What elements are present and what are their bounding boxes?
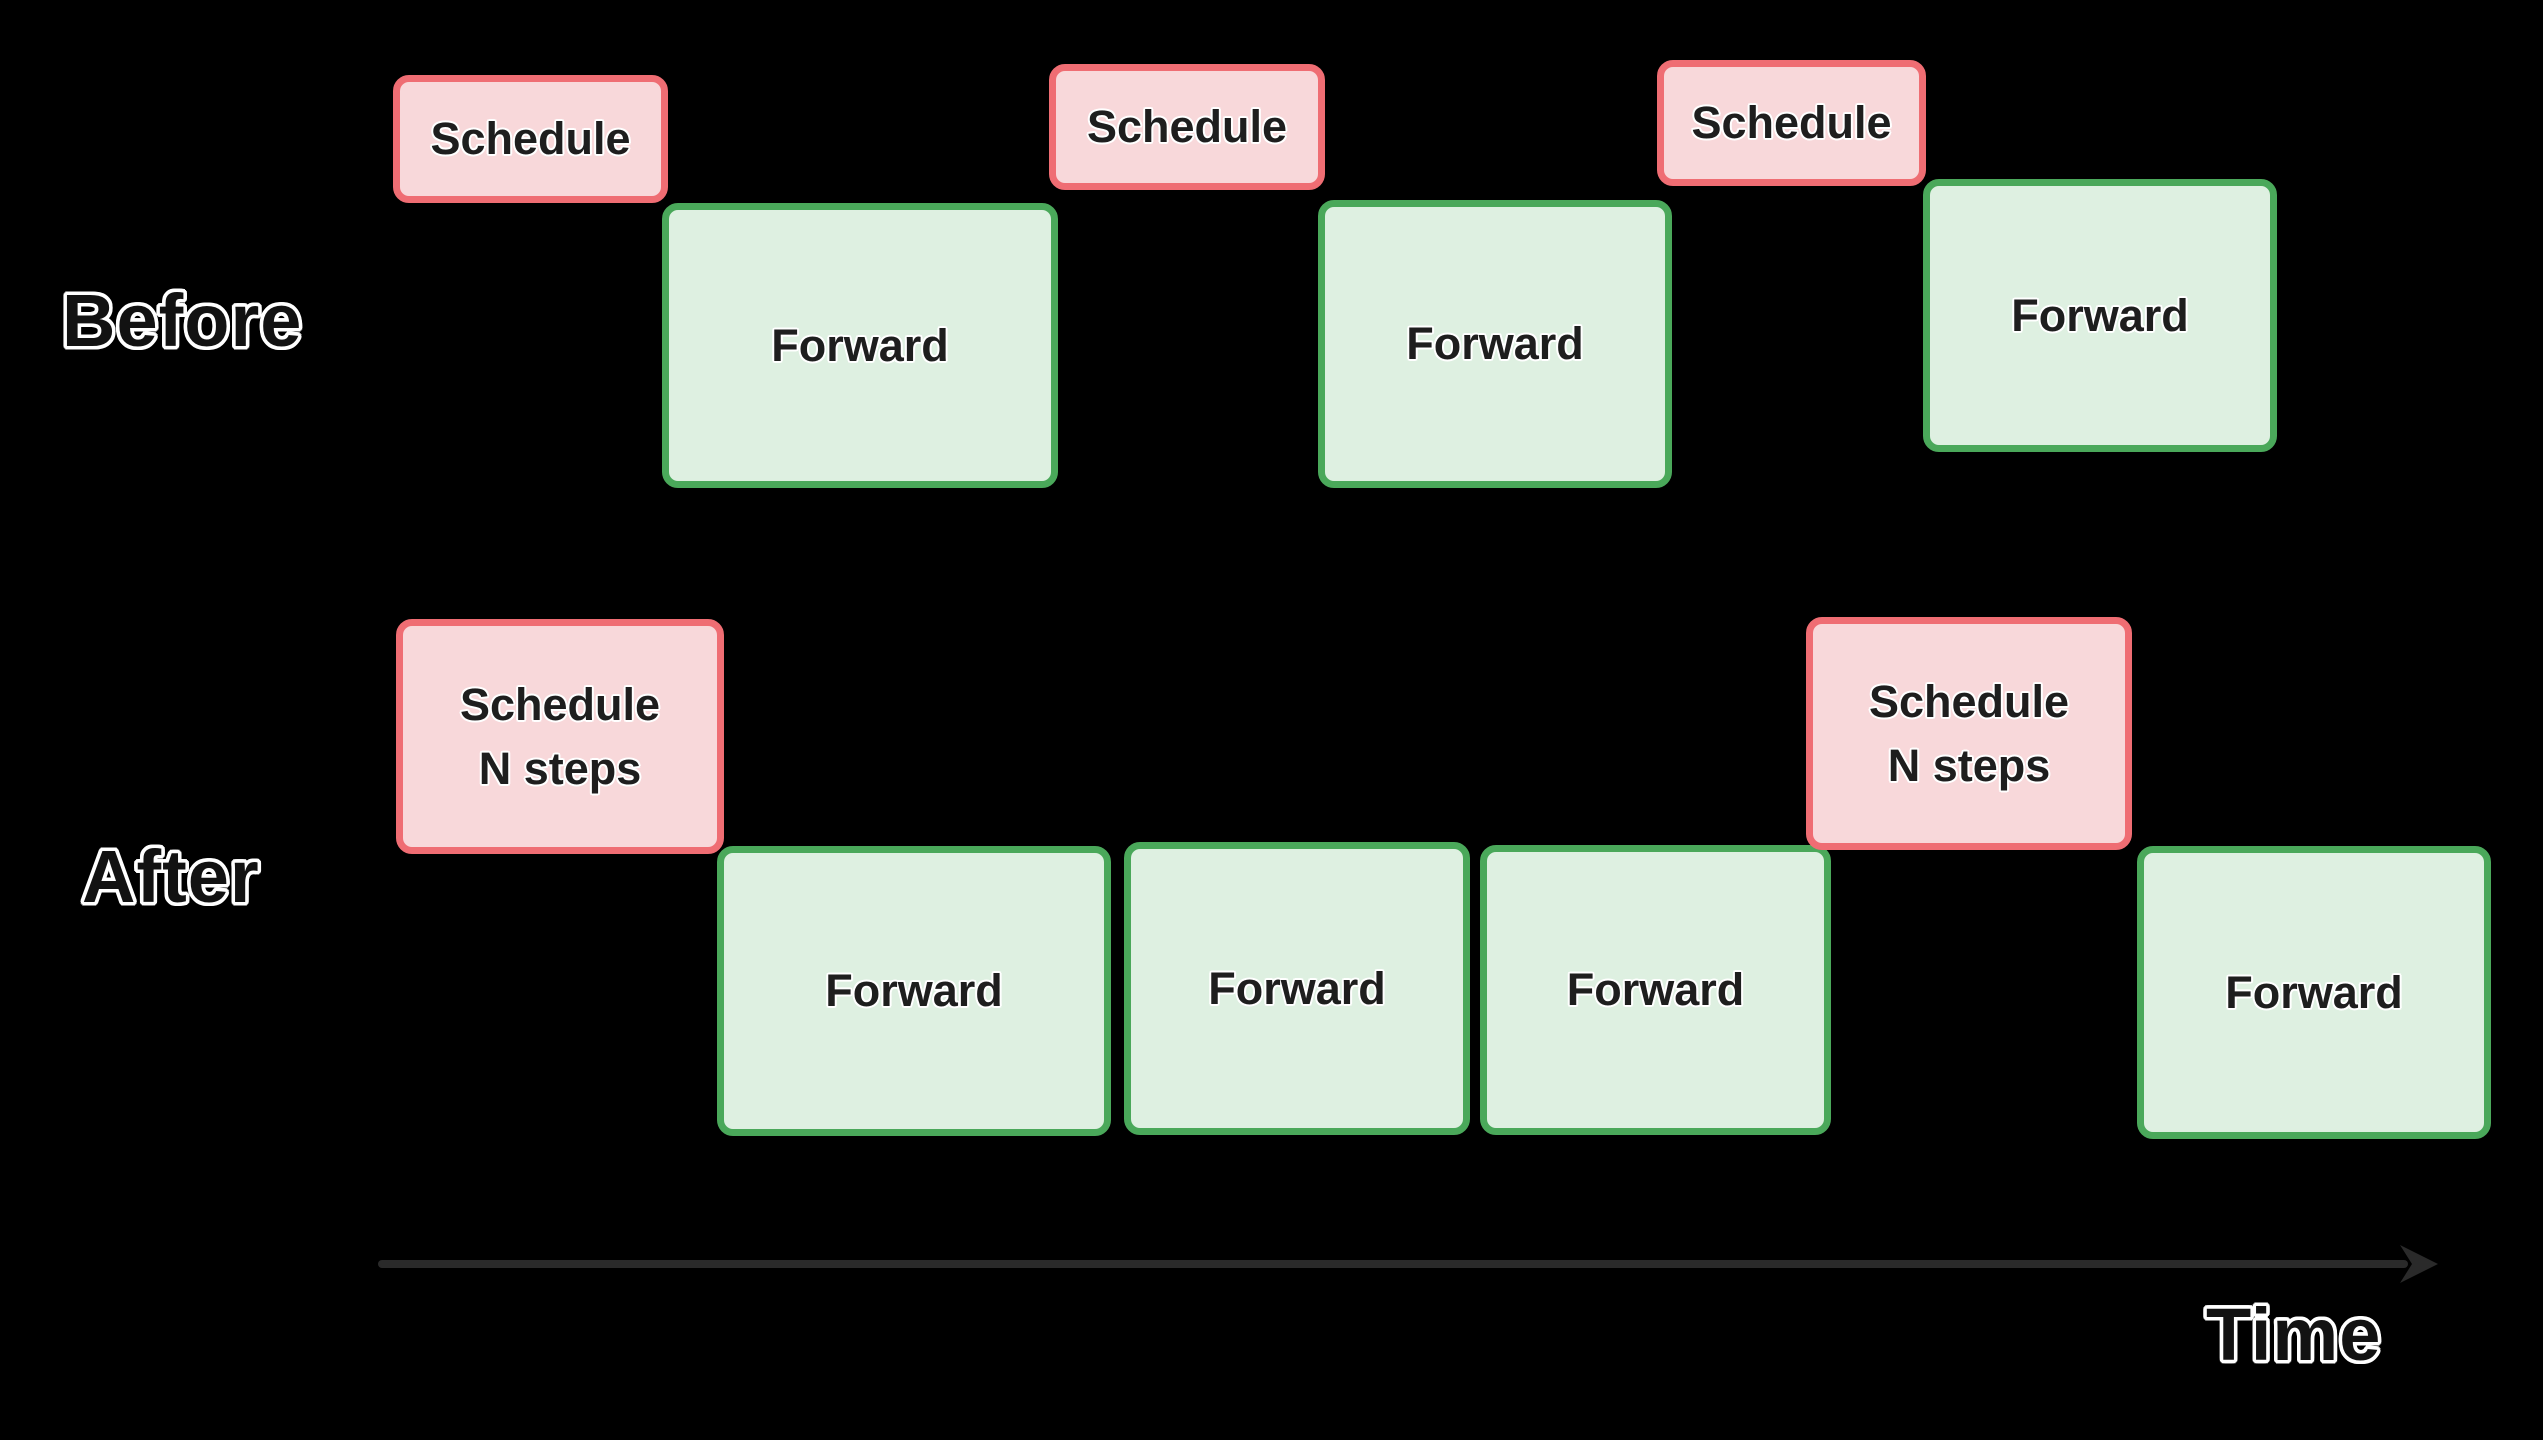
forward-box-label: Forward (1566, 964, 1745, 1016)
before-schedule-box: Schedule (1657, 60, 1926, 186)
forward-box-label: Forward (2011, 289, 2189, 341)
before-schedule-box: Schedule (393, 75, 668, 203)
after-forward-box: Forward (2137, 846, 2491, 1139)
forward-box-label: Forward (1406, 318, 1584, 370)
forward-box-label: Forward (771, 319, 949, 371)
before-schedule-box: Schedule (1049, 64, 1325, 190)
schedule-box-label: Schedule (459, 678, 661, 730)
schedule-box-label: Schedule (1086, 101, 1288, 153)
before-forward-box: Forward (1318, 200, 1672, 488)
after-forward-box: Forward (717, 846, 1111, 1136)
before-forward-box: Forward (662, 203, 1058, 488)
forward-box-label: Forward (1208, 962, 1386, 1014)
after-schedule-box: Schedule N steps (396, 619, 724, 854)
before-forward-box: Forward (1923, 179, 2277, 452)
forward-box-label: Forward (825, 965, 1003, 1017)
lane-label-after: After (82, 835, 260, 918)
after-forward-box: Forward (1124, 842, 1470, 1135)
schedule-box-label: N steps (478, 742, 642, 794)
time-axis-label: Time (2206, 1293, 2382, 1376)
schedule-box-label: Schedule (430, 113, 631, 165)
forward-box-label: Forward (2225, 966, 2403, 1018)
schedule-box-label: N steps (1887, 739, 2051, 791)
schedule-box-label: Schedule (1868, 675, 2070, 727)
schedule-box-label: Schedule (1691, 97, 1892, 149)
lane-label-before: Before (62, 279, 303, 362)
after-forward-box: Forward (1480, 845, 1831, 1135)
after-schedule-box: Schedule N steps (1806, 617, 2132, 850)
time-axis-arrowhead-icon (2400, 1245, 2438, 1283)
